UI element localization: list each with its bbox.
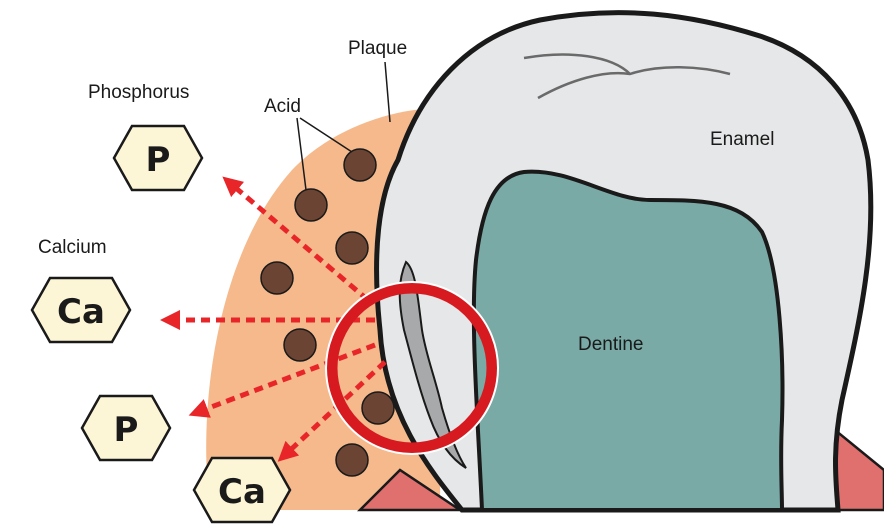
dentine-label: Dentine (578, 334, 644, 355)
ion-symbol-ca-low: Ca (218, 472, 266, 512)
acid-particle (336, 232, 368, 264)
ion-symbol-ca-mid: Ca (57, 292, 105, 332)
ion-symbol-p-top: P (146, 140, 171, 180)
ion-ca-mid: Ca (32, 278, 130, 342)
acid-particle (362, 392, 394, 424)
acid-particle (284, 329, 316, 361)
acid-particle (336, 444, 368, 476)
acid-label: Acid (264, 96, 301, 117)
phosphorus-label: Phosphorus (88, 82, 189, 103)
plaque-label: Plaque (348, 38, 407, 59)
plaque-leader (385, 62, 390, 122)
ion-symbol-p-low: P (114, 410, 139, 450)
acid-particle (344, 149, 376, 181)
acid-particle (295, 189, 327, 221)
ion-p-low: P (82, 396, 170, 460)
ion-p-top: P (114, 126, 202, 190)
acid-particle (261, 262, 293, 294)
calcium-label: Calcium (38, 237, 107, 258)
ion-ca-low: Ca (194, 458, 290, 522)
enamel-label: Enamel (710, 129, 774, 150)
